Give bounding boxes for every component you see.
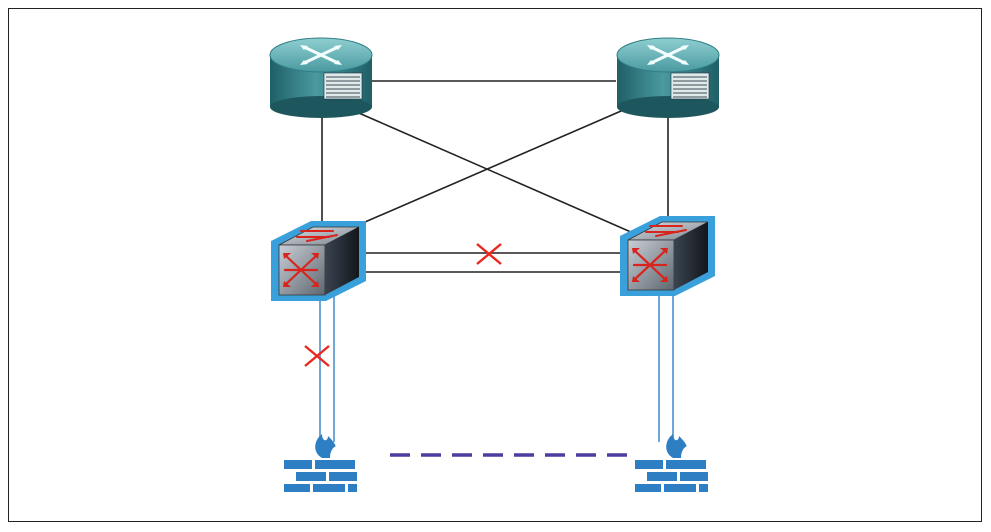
firewall-icon [284, 434, 357, 492]
router-icon [269, 37, 373, 118]
blocked-mark-switch-link [476, 243, 502, 265]
blocked-mark-access-link [304, 345, 330, 367]
router-left[interactable] [269, 37, 373, 118]
switch-right[interactable] [620, 216, 715, 296]
access-links [319, 296, 674, 442]
switch-icon [271, 221, 366, 301]
switch-icon [620, 216, 715, 296]
diagram-frame [8, 8, 982, 522]
core-links [321, 80, 669, 273]
router-right[interactable] [616, 37, 720, 118]
link-router-right-switch-left [341, 107, 629, 233]
router-icon [616, 37, 720, 118]
firewall-left[interactable] [284, 434, 357, 492]
firewall-right[interactable] [635, 434, 708, 492]
switch-left[interactable] [271, 221, 366, 301]
firewall-icon [635, 434, 708, 492]
link-router-left-switch-right [351, 109, 641, 237]
